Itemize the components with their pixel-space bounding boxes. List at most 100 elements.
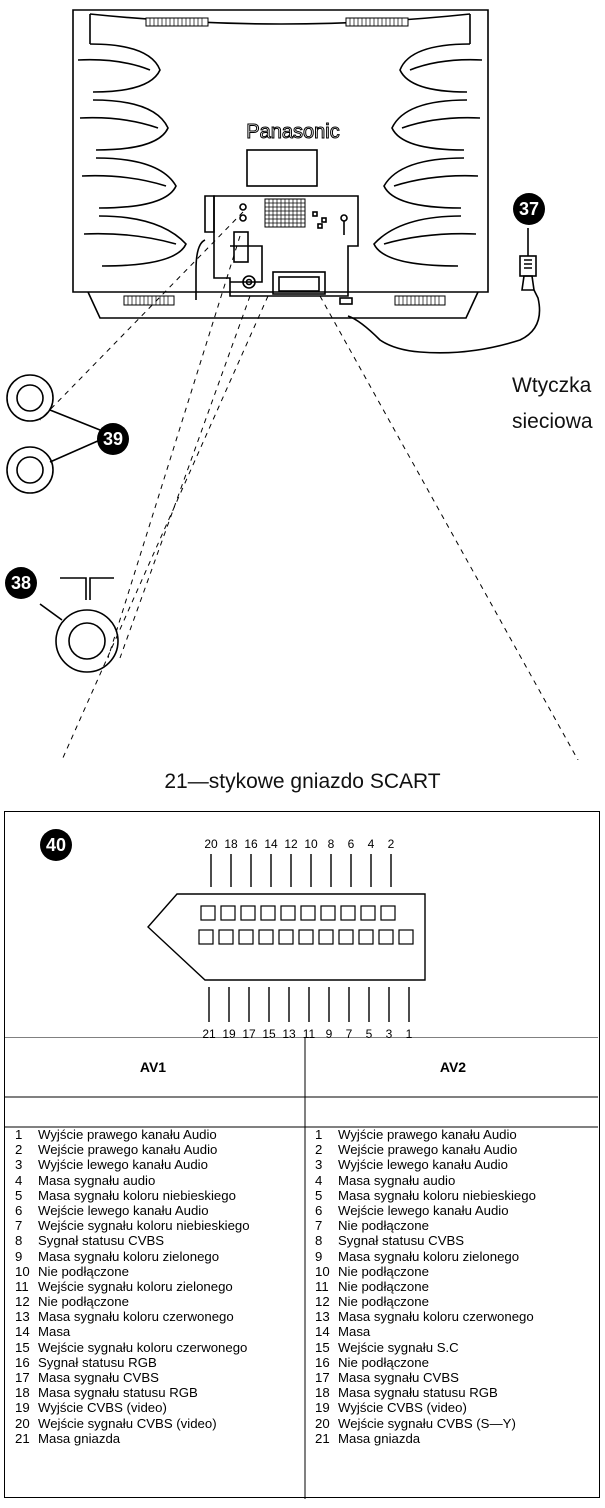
pin-description: Wejście sygnału S.C <box>338 1339 459 1355</box>
pin-description: Masa sygnału koloru zielonego <box>338 1248 520 1264</box>
pin-number: 12 <box>315 1294 330 1310</box>
pin-description: Sygnał statusu RGB <box>38 1354 157 1370</box>
scart-pinout-panel: 20 18 16 14 12 10 8 6 4 2 <box>4 811 601 1499</box>
pin-number: 4 <box>15 1172 23 1188</box>
pin-number: 7 <box>315 1218 323 1234</box>
scart-socket-outline <box>147 893 426 981</box>
mains-plug-label-line2: sieciowa <box>512 410 593 433</box>
list-item: 11 Nie podłączone <box>305 1279 601 1294</box>
pin-number: 15 <box>315 1339 330 1355</box>
av2-header: AV2 <box>439 1059 467 1075</box>
scart-connector-drawing <box>147 854 426 1022</box>
pin-description: Masa gniazda <box>38 1430 121 1446</box>
pin-description: Masa sygnału koloru czerwonego <box>338 1309 534 1325</box>
pin-description: Wejście lewego kanału Audio <box>338 1202 509 1218</box>
list-item: 5 Masa sygnału koloru niebieskiego <box>5 1188 301 1203</box>
pin-description: Nie podłączone <box>338 1278 429 1294</box>
pin-label: 7 <box>345 1027 353 1041</box>
pin-description: Wejście prawego kanału Audio <box>338 1142 518 1158</box>
scart-title: 21—stykowe gniazdo SCART <box>164 770 441 793</box>
pin-description: Masa sygnału koloru niebieskiego <box>38 1187 236 1203</box>
callout-39-badge: 39 <box>97 423 129 455</box>
pin-number: 11 <box>15 1278 29 1294</box>
pin-number: 14 <box>15 1324 30 1340</box>
pin-number: 12 <box>15 1294 30 1310</box>
pin-label: 20 <box>204 837 218 851</box>
pin-number: 9 <box>15 1248 23 1264</box>
pin-number: 11 <box>315 1278 329 1294</box>
mains-plug-icon <box>519 228 537 291</box>
pin-description: Nie podłączone <box>338 1354 429 1370</box>
pin-label: 1 <box>405 1027 413 1041</box>
pin-label: 12 <box>284 837 298 851</box>
pin-description: Wyjście lewego kanału Audio <box>38 1157 208 1173</box>
pin-number: 16 <box>15 1354 30 1370</box>
table-lines <box>5 1037 598 1499</box>
pin-description: Masa sygnału audio <box>38 1172 156 1188</box>
pin-number: 21 <box>315 1430 330 1446</box>
callout-38-badge: 38 <box>5 567 37 599</box>
pin-number: 1 <box>15 1127 23 1142</box>
pin-description: Masa <box>338 1324 371 1340</box>
pin-number: 8 <box>315 1233 323 1249</box>
rca-jack-bottom-icon <box>6 446 54 494</box>
pin-number: 13 <box>15 1309 30 1325</box>
pin-number: 14 <box>315 1324 330 1340</box>
list-item: 4 Masa sygnału audio <box>5 1173 301 1188</box>
pin-number: 2 <box>15 1142 23 1158</box>
pin-description: Masa sygnału statusu RGB <box>38 1385 198 1401</box>
pin-number: 19 <box>15 1400 30 1416</box>
pin-description: Wejście sygnału CVBS (S—Y) <box>338 1415 516 1431</box>
pin-number: 7 <box>15 1218 23 1234</box>
pin-description: Nie podłączone <box>338 1294 429 1310</box>
pin-number: 8 <box>15 1233 23 1249</box>
pin-label: 14 <box>264 837 278 851</box>
pin-description: Wejście sygnału CVBS (video) <box>38 1415 217 1431</box>
pin-description: Masa sygnału CVBS <box>38 1370 159 1385</box>
pin-number: 3 <box>315 1157 323 1173</box>
pin-description: Masa sygnału koloru czerwonego <box>38 1309 234 1325</box>
pin-number: 17 <box>315 1370 330 1385</box>
pin-number: 15 <box>15 1339 30 1355</box>
pin-label: 18 <box>224 837 238 851</box>
pin-description: Wyjście prawego kanału Audio <box>38 1127 217 1142</box>
mains-plug-label-line1: Wtyczka <box>512 374 592 397</box>
pin-number: 5 <box>315 1187 323 1203</box>
pin-label: 6 <box>347 837 355 851</box>
scart-panel-outline <box>272 271 326 295</box>
pin-number: 19 <box>315 1400 330 1416</box>
pin-number: 5 <box>15 1187 23 1203</box>
projection-line <box>107 235 241 659</box>
list-item: 15 Wejście sygnału S.C <box>305 1340 601 1355</box>
pin-number: 16 <box>315 1354 330 1370</box>
pin-description: Wyjście lewego kanału Audio <box>338 1157 508 1173</box>
callout-37-badge: 37 <box>513 193 545 225</box>
callout-38-label: 38 <box>10 572 32 593</box>
pin-number: 17 <box>15 1370 30 1385</box>
pin-label: 16 <box>244 837 258 851</box>
pin-number: 18 <box>315 1385 330 1401</box>
list-item: 14 Masa <box>305 1324 601 1339</box>
pin-number: 10 <box>315 1263 330 1279</box>
brand-logo: Panasonic <box>246 121 339 143</box>
pin-label: 10 <box>304 837 318 851</box>
pin-number: 2 <box>315 1142 323 1158</box>
pin-description: Nie podłączone <box>338 1218 429 1234</box>
